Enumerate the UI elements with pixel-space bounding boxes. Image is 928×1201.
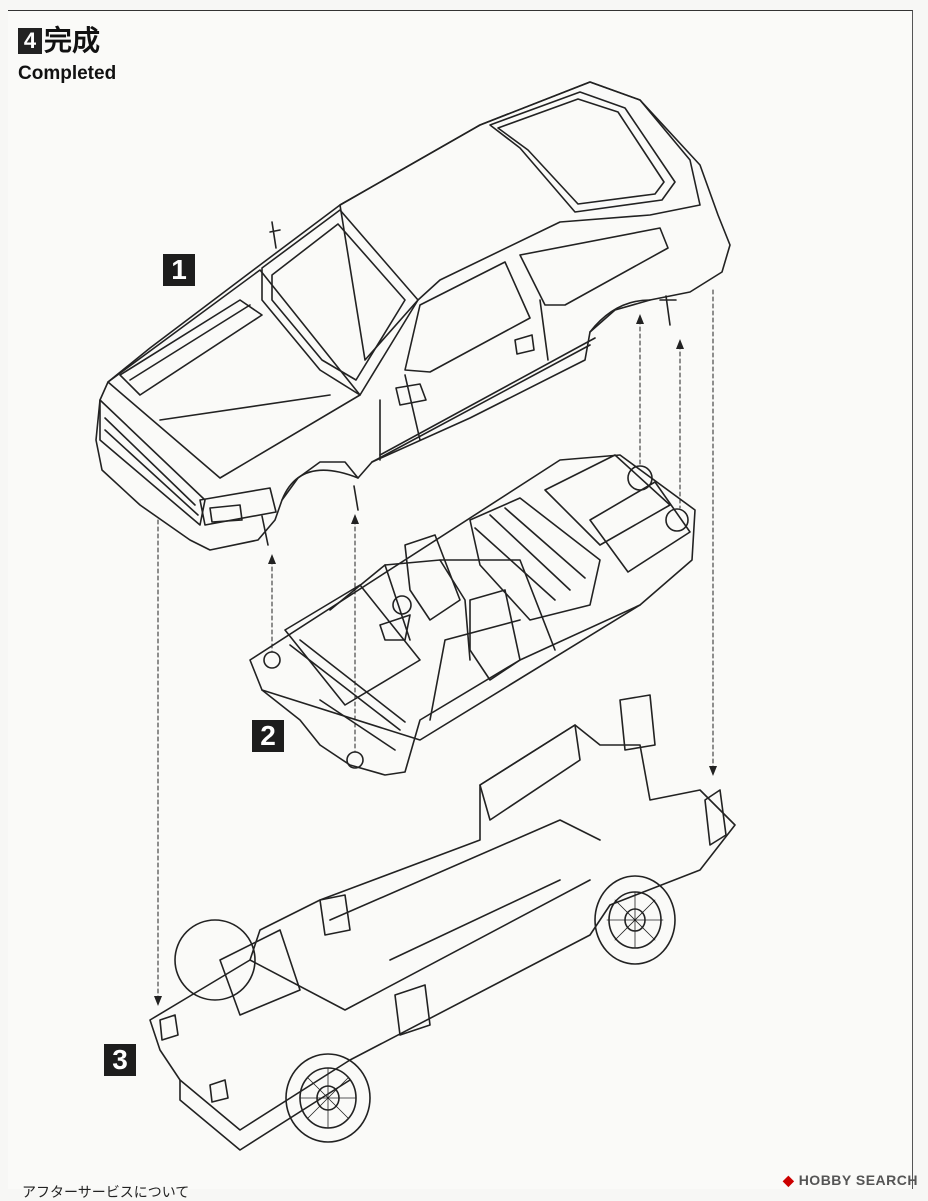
after-service-heading: アフターサービスについて — [22, 1185, 190, 1201]
step-title: 完成 — [44, 24, 101, 57]
chassis — [149, 694, 736, 1151]
interior-tub — [249, 454, 696, 776]
watermark: ◆ HOBBY SEARCH — [783, 1172, 918, 1188]
assembly-guides — [157, 289, 714, 1001]
part-label-1: 1 — [163, 254, 195, 286]
wheel-spokes — [299, 891, 664, 1129]
part-label-3: 3 — [104, 1044, 136, 1076]
car-body-shell — [95, 81, 731, 551]
step-subtitle: Completed — [18, 63, 117, 84]
watermark-logo-icon: ◆ — [783, 1172, 795, 1188]
guide-arrowheads — [154, 314, 717, 1006]
step-number: 4 — [18, 28, 42, 54]
watermark-text: HOBBY SEARCH — [798, 1172, 918, 1188]
part-label-2: 2 — [252, 720, 284, 752]
